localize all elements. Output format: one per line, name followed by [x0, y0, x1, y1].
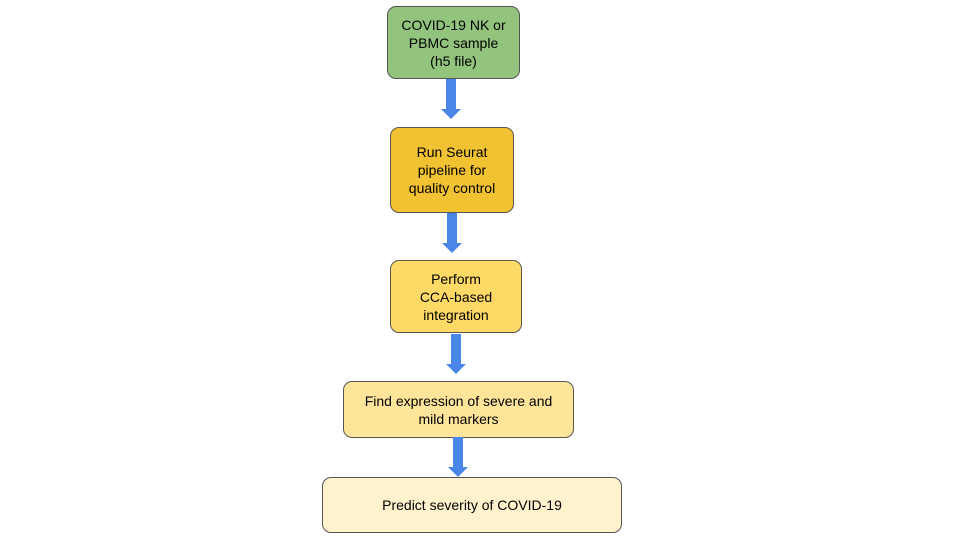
node-predict-severity: Predict severity of COVID-19: [322, 477, 622, 533]
node-marker-expression: Find expression of severe and mild marke…: [343, 381, 574, 438]
arrow-3-shape: [446, 334, 466, 374]
node-seurat-qc: Run Seurat pipeline for quality control: [390, 127, 514, 213]
arrow-down-icon: [442, 213, 462, 253]
arrow-4-shape: [448, 437, 468, 477]
arrow-down-icon: [446, 334, 466, 374]
arrow-2-shape: [442, 213, 462, 253]
node-cca-integration: Perform CCA-based integration: [390, 260, 522, 333]
node-covid-sample: COVID-19 NK or PBMC sample (h5 file): [387, 6, 520, 79]
arrow-down-icon: [448, 437, 468, 477]
arrow-1-shape: [441, 79, 461, 119]
arrow-down-icon: [441, 79, 461, 119]
